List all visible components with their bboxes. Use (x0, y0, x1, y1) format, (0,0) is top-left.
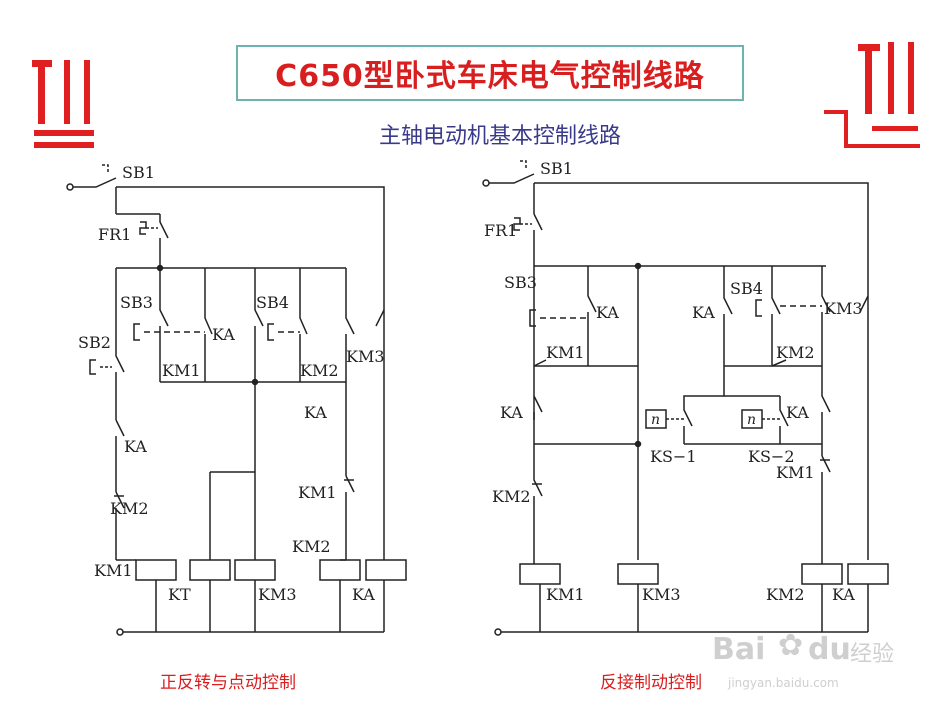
r-label-km1-d: KM1 (776, 463, 815, 482)
l-coil-kt: KT (168, 585, 191, 604)
r-label-sb4: SB4 (730, 279, 763, 298)
l-label-sb2: SB2 (78, 333, 111, 352)
watermark: Bai ✿ du 经验 jingyan.baidu.com (712, 628, 902, 708)
r-label-ks1: KS−1 (650, 447, 697, 466)
right-logo (824, 42, 920, 148)
l-coil-ka: KA (352, 585, 375, 604)
r-coil-km3: KM3 (642, 585, 681, 604)
left-logo (32, 60, 94, 148)
r-label-sb1: SB1 (540, 159, 573, 178)
l-label-ka-a: KA (212, 325, 235, 344)
r-label-ka-c: KA (500, 403, 523, 422)
r-label-km2-c: KM2 (776, 343, 815, 362)
r-label-n1: n (651, 412, 660, 428)
l-label-km1-c: KM1 (162, 361, 201, 380)
r-coil-km1: KM1 (546, 585, 585, 604)
watermark-brand-du: du (808, 632, 851, 667)
l-label-fr1: FR1 (98, 225, 131, 244)
title-frame: C650型卧式车床电气控制线路 (236, 45, 744, 101)
r-label-ks2: KS−2 (748, 447, 795, 466)
watermark-url: jingyan.baidu.com (728, 676, 839, 690)
l-coil-km3: KM3 (258, 585, 297, 604)
r-label-km3-a: KM3 (824, 299, 863, 318)
l-label-ka-b: KA (304, 403, 327, 422)
l-label-km1-d: KM1 (298, 483, 337, 502)
left-caption: 正反转与点动控制 (160, 673, 296, 693)
watermark-brand: Bai (712, 632, 766, 667)
l-label-sb1: SB1 (122, 163, 155, 182)
l-label-sb4: SB4 (256, 293, 289, 312)
r-label-fr1: FR1 (484, 221, 517, 240)
watermark-brand2: 经验 (850, 642, 895, 667)
r-coil-km2: KM2 (766, 585, 805, 604)
l-label-km2-c: KM2 (300, 361, 339, 380)
page-title: C650型卧式车床电气控制线路 (275, 59, 705, 94)
l-label-km2-e: KM2 (292, 537, 331, 556)
page-subtitle: 主轴电动机基本控制线路 (378, 124, 621, 149)
r-label-ka-a: KA (596, 303, 619, 322)
r-label-n2: n (747, 412, 756, 428)
r-label-ka-d: KA (786, 403, 809, 422)
r-label-km2-d: KM2 (492, 487, 531, 506)
l-label-ka-c: KA (124, 437, 147, 456)
r-label-ka-b: KA (692, 303, 715, 322)
l-label-km2-d: KM2 (110, 499, 149, 518)
right-caption: 反接制动控制 (600, 673, 702, 693)
l-label-sb3: SB3 (120, 293, 153, 312)
r-coil-ka: KA (832, 585, 855, 604)
r-label-km1-c: KM1 (546, 343, 585, 362)
l-label-km3-c: KM3 (346, 347, 385, 366)
paw-icon: ✿ (778, 628, 804, 663)
l-coil-km1: KM1 (94, 561, 133, 580)
r-label-sb3: SB3 (504, 273, 537, 292)
